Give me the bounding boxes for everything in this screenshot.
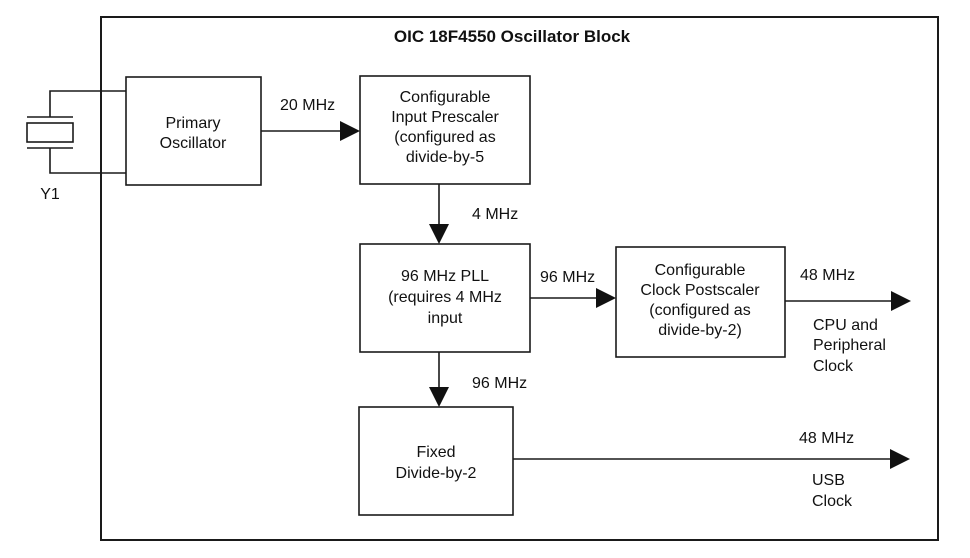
pll-line: (requires 4 MHz bbox=[388, 289, 502, 306]
signal-label-4mhz: 4 MHz bbox=[472, 206, 518, 223]
postscaler-line: divide-by-2) bbox=[658, 322, 742, 339]
cpu-clock-label-line: Peripheral bbox=[813, 337, 886, 354]
primary-oscillator-line: Primary bbox=[165, 115, 220, 132]
divider-line: Fixed bbox=[416, 444, 455, 461]
arrow-osc-to-prescaler bbox=[261, 121, 360, 141]
arrow-pll-to-postscaler bbox=[530, 288, 616, 308]
oscillator-block-frame bbox=[100, 16, 939, 541]
input-prescaler-block: Configurable Input Prescaler (configured… bbox=[359, 75, 531, 185]
prescaler-line: Configurable bbox=[400, 89, 491, 106]
pll-line: input bbox=[428, 310, 463, 327]
usb-clock-label-line: USB bbox=[812, 472, 845, 489]
cpu-clock-label-line: CPU and bbox=[813, 317, 878, 334]
primary-oscillator-line: Oscillator bbox=[160, 135, 227, 152]
signal-label-20mhz: 20 MHz bbox=[280, 97, 335, 114]
diagram-title: OIC 18F4550 Oscillator Block bbox=[394, 27, 631, 46]
fixed-divider-block: Fixed Divide-by-2 bbox=[358, 406, 514, 516]
postscaler-line: Clock Postscaler bbox=[640, 282, 760, 299]
pll-block: 96 MHz PLL (requires 4 MHz input bbox=[359, 243, 531, 353]
arrow-usb-clock-out bbox=[513, 449, 910, 469]
crystal-y1-icon bbox=[26, 90, 126, 174]
arrow-cpu-clock-out bbox=[785, 291, 911, 311]
crystal-label: Y1 bbox=[40, 186, 60, 203]
pll-line: 96 MHz PLL bbox=[401, 268, 489, 285]
arrow-prescaler-to-pll bbox=[429, 184, 449, 244]
prescaler-line: Input Prescaler bbox=[391, 109, 499, 126]
cpu-clock-label-line: Clock bbox=[813, 358, 854, 375]
usb-clock-label-line: Clock bbox=[812, 493, 853, 510]
primary-oscillator-block: Primary Oscillator bbox=[125, 76, 262, 186]
prescaler-line: (configured as bbox=[394, 129, 495, 146]
signal-label-48mhz-usb: 48 MHz bbox=[799, 430, 854, 447]
arrow-pll-to-divider bbox=[429, 352, 449, 407]
postscaler-line: Configurable bbox=[655, 262, 746, 279]
signal-label-96mhz-right: 96 MHz bbox=[540, 269, 595, 286]
clock-postscaler-block: Configurable Clock Postscaler (configure… bbox=[615, 246, 786, 358]
signal-label-96mhz-down: 96 MHz bbox=[472, 375, 527, 392]
signal-label-48mhz-cpu: 48 MHz bbox=[800, 267, 855, 284]
prescaler-line: divide-by-5 bbox=[406, 149, 484, 166]
postscaler-line: (configured as bbox=[649, 302, 750, 319]
divider-line: Divide-by-2 bbox=[396, 465, 477, 482]
